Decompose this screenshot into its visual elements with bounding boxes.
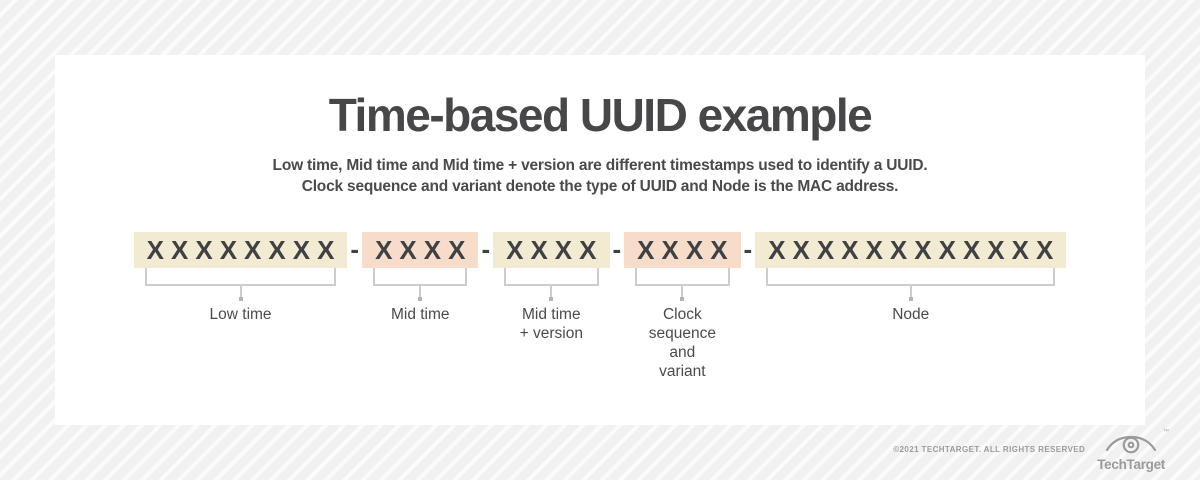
footer: ©2021 TECHTARGET. ALL RIGHTS RESERVED Te… bbox=[893, 429, 1169, 472]
segment-label: Mid time bbox=[391, 305, 450, 324]
uuid-segment-group: XXXX Clock sequence and variant bbox=[624, 232, 741, 381]
segment-bracket bbox=[766, 268, 1056, 286]
uuid-segment-box: XXXXXXXX bbox=[133, 232, 348, 268]
uuid-segment-group: XXXXXXXXXXXX Node bbox=[755, 232, 1067, 324]
uuid-segment-box: XXXX bbox=[493, 232, 610, 268]
segment-bracket bbox=[144, 268, 337, 286]
page-title: Time-based UUID example bbox=[328, 89, 873, 141]
uuid-segment-group: XXXX Mid time + version bbox=[493, 232, 610, 343]
copyright-text: ©2021 TECHTARGET. ALL RIGHTS RESERVED bbox=[893, 445, 1086, 454]
uuid-separator-dash: - bbox=[612, 234, 622, 264]
segment-bracket-dot bbox=[908, 297, 913, 301]
segment-bracket-dot bbox=[238, 297, 243, 301]
segment-label-line: + version bbox=[519, 325, 583, 342]
segment-label: Node bbox=[892, 305, 929, 324]
segment-label-line: Mid time bbox=[522, 306, 581, 323]
uuid-segment-box: XXXX bbox=[362, 232, 479, 268]
uuid-separator-dash: - bbox=[743, 234, 753, 264]
segment-bracket-dot bbox=[418, 297, 423, 301]
segment-label-line: Low time bbox=[209, 306, 272, 323]
segment-label-line: variant bbox=[659, 363, 706, 380]
segment-label-line: Mid time bbox=[390, 306, 450, 323]
segment-label-line: Node bbox=[892, 306, 930, 323]
uuid-segment-group: XXXXXXXX Low time bbox=[133, 232, 348, 324]
segment-label-line: sequence bbox=[648, 325, 716, 342]
subtitle-line-2: Clock sequence and variant denote the ty… bbox=[301, 178, 899, 195]
segment-bracket-tick bbox=[419, 286, 422, 297]
subtitle-line-1: Low time, Mid time and Mid time + versio… bbox=[272, 157, 928, 174]
segment-label: Clock sequence and variant bbox=[649, 305, 716, 381]
segment-bracket bbox=[373, 268, 468, 286]
segment-bracket-tick bbox=[239, 286, 242, 297]
segment-label: Mid time + version bbox=[520, 305, 583, 343]
diagram-card: Time-based UUID example Low time, Mid ti… bbox=[55, 55, 1145, 425]
segment-label-line: and bbox=[669, 344, 696, 361]
techtarget-wordmark: TechTarget bbox=[1097, 457, 1165, 472]
techtarget-eye-icon bbox=[1102, 431, 1160, 460]
segment-bracket-tick bbox=[909, 286, 912, 297]
segment-bracket-dot bbox=[680, 297, 685, 301]
uuid-segment-box: XXXX bbox=[624, 232, 741, 268]
uuid-separator-dash: - bbox=[481, 234, 491, 264]
uuid-segment-group: XXXX Mid time bbox=[362, 232, 479, 324]
segment-bracket bbox=[504, 268, 599, 286]
techtarget-logo: TechTarget ™ bbox=[1097, 429, 1169, 472]
segment-bracket bbox=[635, 268, 730, 286]
uuid-segment-box: XXXXXXXXXXXX bbox=[755, 232, 1067, 268]
segment-label-line: Clock bbox=[662, 306, 702, 323]
segment-bracket-tick bbox=[550, 286, 553, 297]
trademark-symbol: ™ bbox=[1163, 429, 1169, 435]
uuid-separator-dash: - bbox=[350, 234, 360, 264]
subtitle: Low time, Mid time and Mid time + versio… bbox=[55, 155, 1145, 197]
segment-label: Low time bbox=[210, 305, 272, 324]
segment-bracket-tick bbox=[681, 286, 684, 297]
segment-bracket-dot bbox=[549, 297, 554, 301]
